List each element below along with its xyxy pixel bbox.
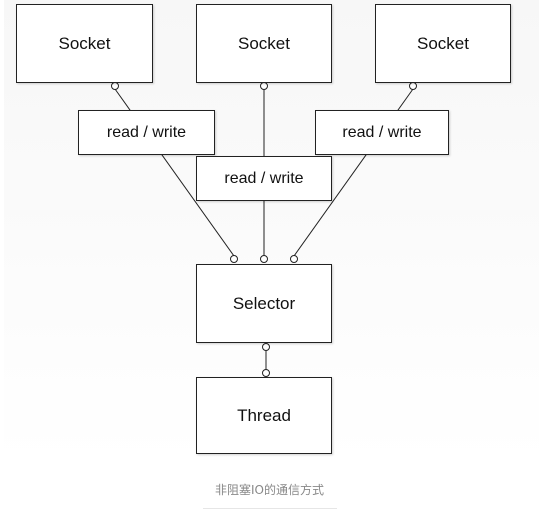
- thread-box: Thread: [196, 377, 332, 454]
- port-selector-2: [260, 255, 268, 263]
- port-socket-3: [409, 82, 417, 90]
- thread-label: Thread: [237, 405, 291, 425]
- read-write-label-1: read / write: [106, 123, 187, 141]
- socket-box-2: Socket: [196, 4, 332, 83]
- socket-label-3: Socket: [417, 33, 469, 53]
- read-write-label-2: read / write: [224, 169, 304, 187]
- selector-label: Selector: [232, 293, 296, 313]
- read-write-box-2: read / write: [196, 156, 332, 201]
- socket-label-1: Socket: [58, 33, 111, 53]
- port-socket-1: [111, 82, 119, 90]
- read-write-box-3: read / write: [315, 110, 449, 155]
- port-selector-1: [230, 255, 238, 263]
- selector-box: Selector: [196, 264, 332, 343]
- socket-label-2: Socket: [238, 33, 290, 53]
- caption-underline: [203, 508, 337, 509]
- socket-box-1: Socket: [16, 4, 153, 83]
- socket-box-3: Socket: [375, 4, 511, 83]
- read-write-box-1: read / write: [78, 110, 215, 155]
- port-thread-top: [262, 369, 270, 377]
- port-selector-bottom: [262, 343, 270, 351]
- figure-caption: 非阻塞IO的通信方式: [215, 483, 324, 497]
- port-selector-3: [290, 255, 298, 263]
- read-write-label-3: read / write: [342, 123, 422, 141]
- port-socket-2: [260, 82, 268, 90]
